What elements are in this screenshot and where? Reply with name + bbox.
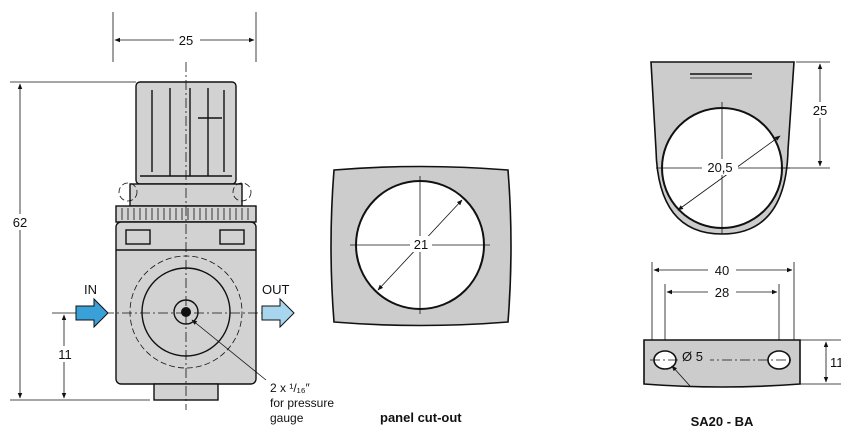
label-bg [807, 102, 833, 118]
label-bg [708, 262, 736, 278]
hole-diameter-label: Ø 5 [682, 349, 703, 364]
label-bg [174, 31, 200, 48]
bracket-caption: SA20 - BA [691, 414, 754, 429]
panel-cutout-drawing: 21 panel cut-out [330, 165, 512, 425]
port-height-label: 11 [58, 347, 72, 362]
regulator-width-label: 25 [179, 33, 193, 48]
inlet-arrow-icon [75, 297, 109, 329]
bracket-height-label: 25 [813, 103, 827, 118]
body-detail [125, 229, 151, 245]
mounting-screw [118, 182, 138, 202]
label-bg [54, 346, 76, 362]
lock-ring-knurl [121, 208, 249, 220]
port-out-label: OUT [262, 282, 290, 297]
hole-leader-line [671, 365, 691, 387]
bracket-front-drawing: 20,5 25 [650, 61, 833, 235]
cutout-diameter-label: 21 [414, 237, 428, 252]
body-detail [219, 229, 245, 245]
knob-ribs [140, 88, 232, 177]
label-bg [8, 214, 32, 230]
regulator-height-label: 62 [13, 215, 27, 230]
gauge-note-line1: 2 x ¹/₁₆″ [270, 381, 311, 395]
gauge-note-line2: for pressure [270, 396, 334, 410]
label-bg [410, 236, 432, 252]
panel-cutout-caption: panel cut-out [380, 410, 462, 425]
gauge-note-line3: gauge [270, 411, 304, 425]
bracket-base-drawing: 40 28 Ø 5 11 SA20 - BA [643, 262, 841, 429]
gauge-port-hole [181, 307, 191, 317]
base-width-label: 40 [715, 263, 729, 278]
mounting-screw [232, 182, 252, 202]
hole-spacing-label: 28 [715, 285, 729, 300]
label-bg [702, 159, 738, 175]
adjustment-knob [135, 81, 237, 185]
gauge-leader-line [191, 319, 267, 381]
label-bg [680, 348, 710, 364]
bore-diameter-label: 20,5 [707, 160, 732, 175]
outlet-arrow-icon [261, 297, 295, 329]
regulator-drawing: 25 62 11 [8, 12, 334, 425]
label-bg [708, 284, 736, 300]
port-in-label: IN [84, 282, 97, 297]
thickness-label: 11 [830, 355, 841, 370]
